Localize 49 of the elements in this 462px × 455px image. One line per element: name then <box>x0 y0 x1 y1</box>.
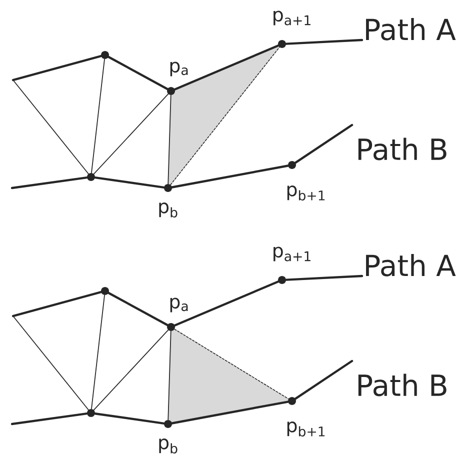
point-label: p$_{a}$ <box>170 298 188 312</box>
mesh-line <box>93 94 169 174</box>
path-line <box>94 176 165 188</box>
point-label: p$_{b}$ <box>159 202 178 218</box>
path-label: Path A <box>366 18 456 40</box>
point-label: p$_{b+1}$ <box>287 186 325 200</box>
point-dot <box>278 40 286 48</box>
point-dot <box>288 161 296 169</box>
dashed-line <box>174 328 289 400</box>
point-dot <box>164 420 172 428</box>
point-label: p$_{b}$ <box>159 438 178 454</box>
path-line <box>108 292 168 326</box>
path-line <box>171 400 289 424</box>
mesh-line <box>168 94 172 184</box>
point-label: p$_{b+1}$ <box>287 422 325 436</box>
mesh-line <box>93 330 169 410</box>
point-dot <box>101 287 109 295</box>
path-line <box>294 360 354 400</box>
point-dot <box>167 87 175 95</box>
path-line <box>171 164 289 188</box>
point-dot <box>167 323 175 331</box>
point-label: p$_{a+1}$ <box>274 10 310 26</box>
point-label: p$_{a+1}$ <box>274 246 310 262</box>
path-line <box>108 56 168 90</box>
mesh-line <box>12 80 89 174</box>
mesh-line <box>91 294 105 410</box>
path-line <box>10 176 88 190</box>
point-dot <box>164 184 172 192</box>
point-dot <box>101 51 109 59</box>
path-label: Path A <box>366 254 456 276</box>
mesh-line <box>12 316 89 410</box>
point-dot <box>288 397 296 405</box>
path-line <box>294 124 354 164</box>
point-dot <box>87 409 95 417</box>
point-dot <box>278 276 286 284</box>
path-line <box>94 412 165 425</box>
point-label: p$_{a}$ <box>170 62 188 76</box>
mesh-line <box>168 330 172 420</box>
path-line <box>174 280 280 326</box>
path-line <box>12 291 102 318</box>
mesh-line <box>91 58 105 174</box>
path-line <box>285 274 364 281</box>
path-line <box>174 44 280 90</box>
path-line <box>12 55 102 82</box>
path-line <box>10 412 88 426</box>
path-label: Path B <box>358 138 446 160</box>
point-dot <box>87 173 95 181</box>
path-label: Path B <box>358 374 446 396</box>
path-line <box>285 38 364 45</box>
